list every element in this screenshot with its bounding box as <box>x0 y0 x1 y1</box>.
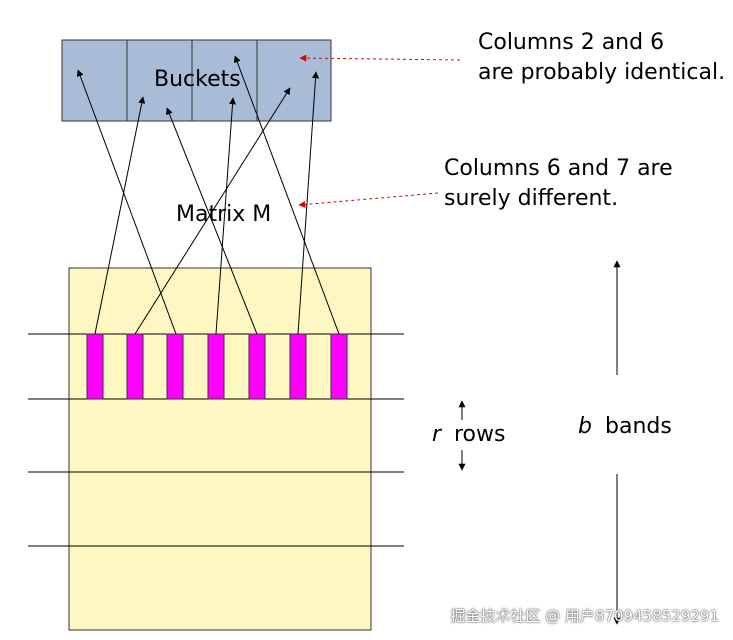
hash-arrow-col6 <box>297 71 320 335</box>
column-5 <box>248 333 266 400</box>
watermark: 掘金技术社区 @ 用户8709458529291 <box>450 607 719 625</box>
hash-arrow-col5 <box>166 107 258 335</box>
r-variable: r <box>432 422 442 447</box>
bucket-4 <box>256 39 332 122</box>
b-variable: b <box>578 414 592 439</box>
bands-label: bands <box>605 414 672 439</box>
column-2 <box>126 333 144 400</box>
column-4 <box>207 333 225 400</box>
hash-arrow-col1 <box>94 96 146 335</box>
buckets-label: Buckets <box>154 67 241 92</box>
column-1 <box>86 333 104 400</box>
hash-arrow-col7 <box>233 55 340 335</box>
annotation-arrow-top <box>299 54 461 62</box>
annotation-arrow-mid <box>298 192 439 208</box>
column-3 <box>166 333 184 400</box>
annotation-mid-line1: Columns 6 and 7 are <box>444 156 673 181</box>
matrix-label: Matrix M <box>176 202 272 227</box>
bucket-3 <box>191 39 258 122</box>
annotation-top-line2: are probably identical. <box>478 60 726 85</box>
column-7 <box>330 333 348 400</box>
hash-arrow-col3 <box>134 87 291 335</box>
hash-arrow-col4 <box>215 97 237 335</box>
annotation-top-line1: Columns 2 and 6 <box>478 30 665 55</box>
column-6 <box>289 333 307 400</box>
buckets-row <box>61 39 332 122</box>
rows-label: rows <box>454 422 506 447</box>
matrix-m <box>68 267 372 631</box>
hash-arrow-col2 <box>76 69 177 335</box>
bucket-1 <box>61 39 128 122</box>
annotation-mid-line2: surely different. <box>444 186 619 211</box>
bucket-2 <box>126 39 193 122</box>
hash-arrows <box>76 55 340 335</box>
